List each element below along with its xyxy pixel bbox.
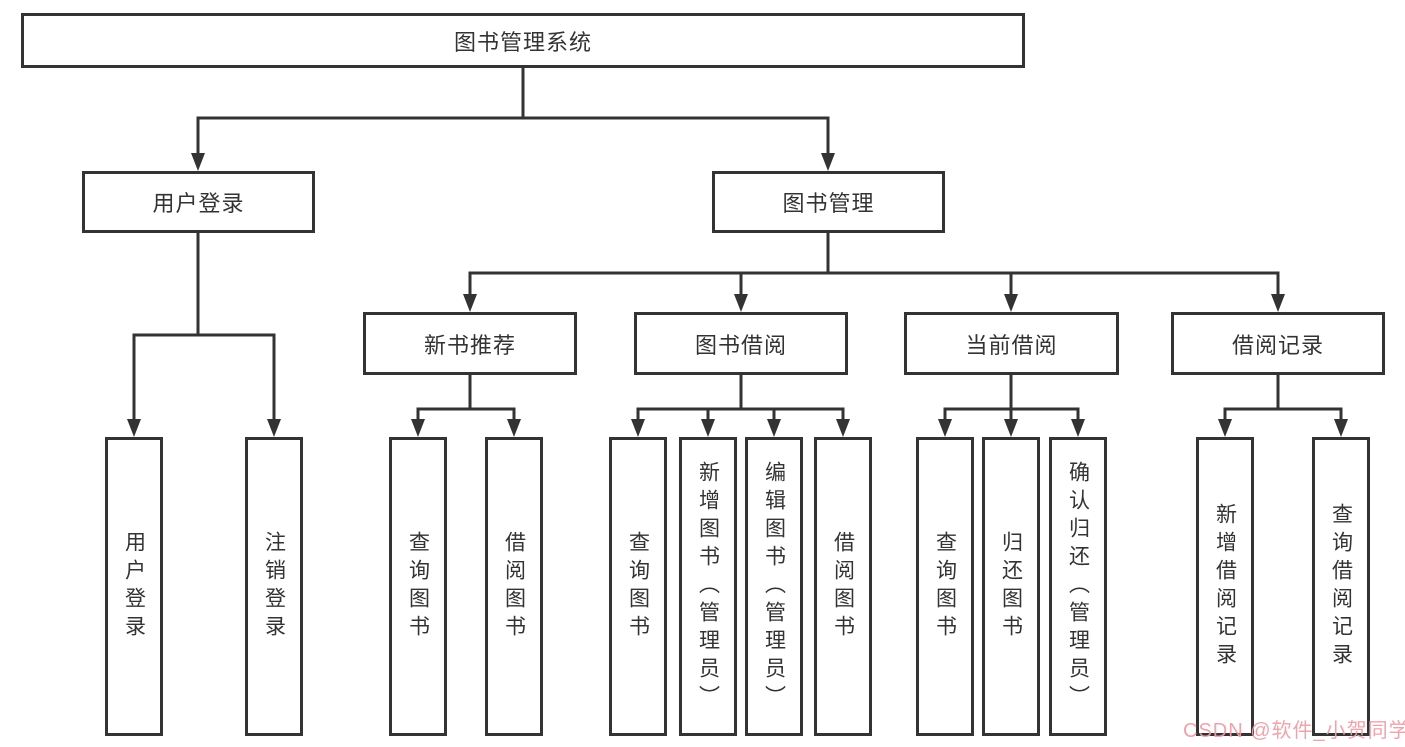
arrowhead-br-query	[1334, 419, 1348, 437]
node-root: 图书管理系统	[21, 13, 1025, 68]
node-user-login-leaf: 用户登录	[105, 437, 163, 736]
arrowhead-borrow-records	[1271, 294, 1285, 312]
arrowhead-bb-borrow	[836, 419, 850, 437]
node-bb-query-books: 查询图书	[609, 437, 667, 736]
node-current-borrow-label: 当前借阅	[965, 332, 1058, 358]
connector-book-borrow-branch	[636, 407, 845, 421]
node-logout-leaf-label: 注销登录	[262, 530, 286, 643]
node-bb-add-books-label: 新增图书（管理员）	[696, 460, 720, 713]
node-nb-borrow-books: 借阅图书	[485, 437, 543, 736]
arrowhead-bb-edit	[767, 419, 781, 437]
connector-level2-branch	[196, 116, 830, 156]
arrowhead-current-borrow	[1004, 294, 1018, 312]
node-user-login-leaf-label: 用户登录	[122, 530, 146, 643]
connector-level3-branch	[468, 271, 1280, 296]
node-br-add-record: 新增借阅记录	[1196, 437, 1254, 736]
node-br-query-record-label: 查询借阅记录	[1329, 502, 1353, 671]
node-cb-confirm-return-label: 确认归还（管理员）	[1066, 460, 1090, 713]
csdn-watermark: CSDN @软件_小贺同学	[1183, 720, 1405, 742]
connector-borrow-records-branch	[1223, 407, 1343, 421]
node-bb-edit-books: 编辑图书（管理员）	[745, 437, 803, 736]
node-book-mgmt-label: 图书管理	[782, 191, 875, 216]
arrowhead-book-borrow	[734, 294, 748, 312]
arrowhead-user-login-leaf	[127, 419, 141, 437]
arrowhead-new-books	[463, 294, 477, 312]
node-new-books-label: 新书推荐	[423, 332, 516, 358]
arrowhead-bb-add	[701, 419, 715, 437]
node-current-borrow: 当前借阅	[904, 312, 1119, 375]
node-bb-edit-books-label: 编辑图书（管理员）	[762, 460, 786, 713]
node-user-login: 用户登录	[82, 171, 315, 233]
node-br-query-record: 查询借阅记录	[1312, 437, 1370, 736]
arrowhead-br-add	[1218, 419, 1232, 437]
node-bb-borrow-books: 借阅图书	[814, 437, 872, 736]
arrowhead-user-login	[191, 153, 205, 171]
node-bb-query-books-label: 查询图书	[626, 530, 650, 643]
connector-user-login-branch	[132, 333, 276, 421]
connector-current-borrow-branch	[943, 407, 1080, 421]
node-root-label: 图书管理系统	[453, 29, 592, 55]
node-nb-query-books-label: 查询图书	[406, 530, 430, 643]
node-book-borrow: 图书借阅	[634, 312, 848, 375]
arrowhead-cb-confirm	[1071, 419, 1085, 437]
arrowhead-cb-return	[1004, 419, 1018, 437]
node-logout-leaf: 注销登录	[245, 437, 303, 736]
node-bb-add-books: 新增图书（管理员）	[679, 437, 737, 736]
node-nb-borrow-books-label: 借阅图书	[502, 530, 526, 643]
connector-new-books-branch	[416, 407, 516, 421]
arrowhead-book-mgmt	[821, 153, 835, 171]
node-br-add-record-label: 新增借阅记录	[1213, 502, 1237, 671]
arrowhead-logout-leaf	[267, 419, 281, 437]
node-borrow-records: 借阅记录	[1171, 312, 1385, 375]
node-cb-return-books-label: 归还图书	[999, 530, 1023, 643]
node-book-mgmt: 图书管理	[712, 171, 945, 233]
arrowhead-cb-query	[938, 419, 952, 437]
node-borrow-records-label: 借阅记录	[1231, 332, 1324, 358]
node-cb-return-books: 归还图书	[982, 437, 1040, 736]
node-bb-borrow-books-label: 借阅图书	[831, 530, 855, 643]
arrowhead-nb-query	[411, 419, 425, 437]
node-new-books: 新书推荐	[363, 312, 577, 375]
node-cb-query-books: 查询图书	[916, 437, 974, 736]
node-nb-query-books: 查询图书	[389, 437, 447, 736]
node-cb-confirm-return: 确认归还（管理员）	[1049, 437, 1107, 736]
node-book-borrow-label: 图书借阅	[694, 332, 787, 358]
arrowhead-nb-borrow	[507, 419, 521, 437]
node-user-login-label: 用户登录	[152, 191, 245, 216]
arrowhead-bb-query	[631, 419, 645, 437]
node-cb-query-books-label: 查询图书	[933, 530, 957, 643]
